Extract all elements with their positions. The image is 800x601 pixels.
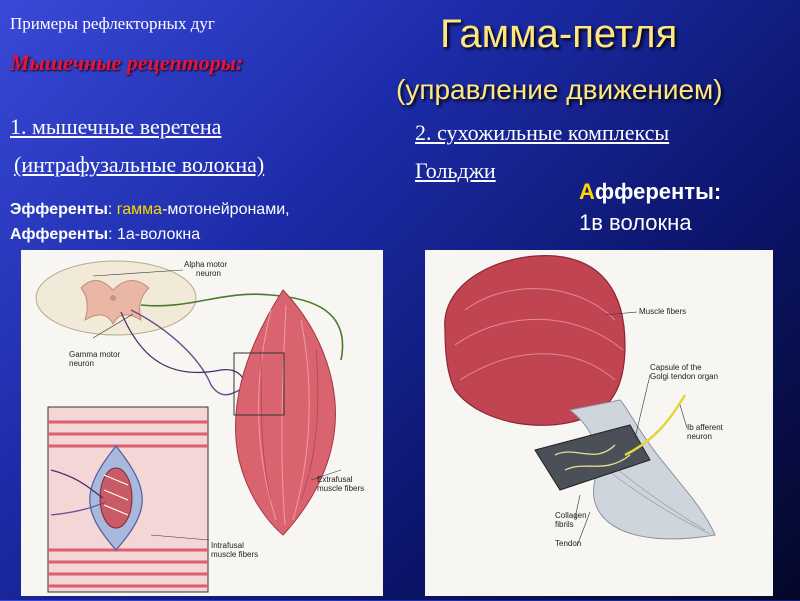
efferents-rest: -мотонейронами, [162, 201, 290, 218]
label-gamma-1: Gamma motor [69, 350, 120, 359]
label-muscle-fibers: Muscle fibers [639, 307, 686, 316]
golgi-tendon-illustration: Muscle fibers Capsule of the Golgi tendo… [425, 250, 773, 596]
golgi-tendon-svg: Muscle fibers Capsule of the Golgi tendo… [444, 255, 724, 548]
afferent-nerve-path [120, 311, 247, 386]
afferents-colon: : [108, 226, 117, 243]
afferents-label: Афференты [10, 226, 109, 243]
label-ib-1: Ib afferent [687, 423, 724, 432]
afferents-line: Афференты: 1а-волокна [10, 222, 290, 247]
muscle-belly [444, 255, 626, 426]
label-tendon: Tendon [555, 539, 581, 548]
spindle-inset-frame [233, 352, 285, 416]
item-intrafusal-fibers: (интрафузальные волокна) [14, 152, 265, 177]
slide-subtitle: (управление движением) [396, 74, 723, 105]
efferents-colon: : [107, 201, 117, 218]
item-golgi-tendon: 2. сухожильные комплексы [415, 120, 670, 145]
label-gamma-2: neuron [69, 359, 94, 368]
golgi-afferents-first-letter: А [579, 179, 595, 204]
label-alpha-1: Alpha motor [184, 260, 227, 269]
label-intrafusal-2: muscle fibers [211, 550, 258, 559]
afferents-value: 1а-волокна [116, 226, 201, 243]
slide-title: Гамма-петля [440, 12, 678, 56]
golgi-afferents-heading: Афференты: [579, 176, 721, 207]
extrafusal-muscle [235, 289, 336, 536]
label-intrafusal-1: Intrafusal [211, 541, 244, 550]
ib-afferent-fiber [624, 394, 687, 457]
label-capsule-1: Capsule of the [650, 363, 702, 372]
label-extrafusal-1: Extrafusal [317, 475, 353, 484]
label-capsule-2: Golgi tendon organ [650, 372, 718, 381]
golgi-afferents-block: Афференты: 1в волокна [579, 176, 721, 238]
slide-subheading: Мышечные рецепторы: [10, 50, 244, 75]
label-collagen-2: fibrils [555, 520, 574, 529]
efferents-line: Эфференты: гамма-мотонейронами, [10, 197, 290, 222]
label-collagen-1: Collagen [555, 511, 587, 520]
efferents-gamma: гамма [116, 201, 163, 218]
golgi-capsule [534, 424, 651, 491]
efferents-afferents-block: Эфференты: гамма-мотонейронами, Афферент… [10, 197, 290, 247]
slide-topic: Примеры рефлекторных дуг [10, 14, 215, 33]
label-extrafusal-2: muscle fibers [317, 484, 364, 493]
magnified-spindle [47, 406, 209, 593]
spinal-cord-cross-section [35, 260, 197, 336]
golgi-afferents-label: фференты: [594, 179, 722, 204]
alpha-nerve-path [140, 293, 344, 361]
item-muscle-spindles: 1. мышечные веретена [10, 114, 222, 139]
golgi-afferents-value: 1в волокна [579, 210, 692, 235]
gamma-nerve-path [130, 309, 244, 396]
muscle-spindle-illustration: Alpha motor neuron Gamma motor neuron Ex… [21, 250, 383, 596]
muscle-spindle-svg: Alpha motor neuron Gamma motor neuron Ex… [35, 260, 364, 593]
label-alpha-2: neuron [196, 269, 221, 278]
label-ib-2: neuron [687, 432, 712, 441]
item-golgi-name: Гольджи [415, 158, 496, 183]
efferents-label: Эфференты [10, 201, 108, 218]
